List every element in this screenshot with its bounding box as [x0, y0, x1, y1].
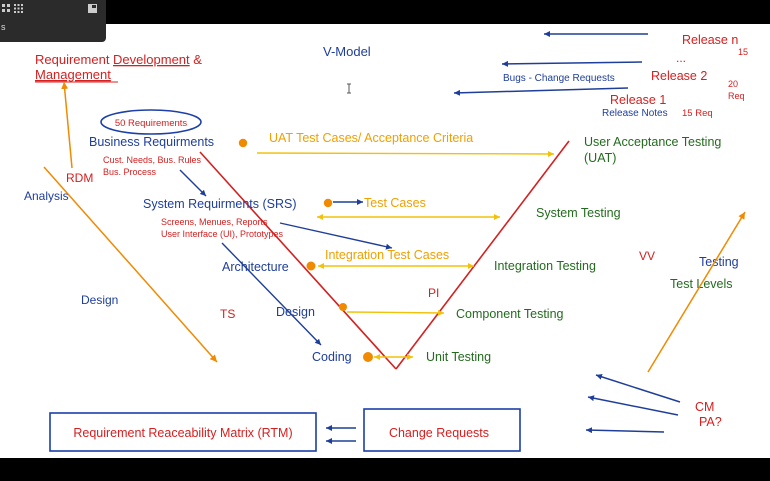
srs-to-integration-arrow	[279, 222, 393, 250]
release-n-label: Release n	[682, 33, 738, 47]
integration-test-cases-label: Integration Test Cases	[325, 248, 449, 262]
testing-label: Testing	[699, 255, 739, 269]
analysis-label: Analysis	[24, 189, 69, 203]
analysis-arrow	[43, 166, 218, 363]
pr-dot-2	[323, 198, 333, 208]
testing-arrow	[647, 211, 746, 373]
vv-label: VV	[639, 249, 655, 263]
cm-arrow-1	[595, 373, 681, 403]
system-testing-label: System Testing	[536, 206, 621, 220]
change-requests-box	[363, 408, 521, 452]
pr-dot-5	[363, 352, 373, 362]
text-cursor-icon	[347, 83, 351, 94]
release-notes-label: Release Notes	[602, 108, 668, 119]
rdm-arrow	[61, 81, 73, 169]
pi-label: PI	[428, 286, 439, 300]
cm-arrow-3	[585, 427, 665, 434]
uat-test-cases-label: UAT Test Cases/ Acceptance Criteria	[269, 131, 473, 145]
release-2-arrow	[501, 60, 643, 67]
bugs-change-requests-label: Bugs - Change Requests	[503, 73, 615, 84]
design-phase-label: Design	[81, 293, 118, 307]
ts-label: TS	[220, 307, 235, 321]
release-n-count: 15	[738, 47, 748, 57]
release-1-arrow	[453, 87, 629, 96]
window-icon[interactable]	[88, 4, 97, 13]
pr-dot-4	[339, 303, 347, 311]
release-ellipsis: ...	[676, 51, 686, 65]
srs-notes-2: User Interface (UI), Prototypes	[161, 229, 284, 239]
apps-icon[interactable]	[14, 4, 23, 13]
change-requests-label: Change Requests	[389, 426, 489, 440]
srs-notes-1: Screens, Menues, Reports	[161, 217, 268, 227]
test-cases-label: Test Cases	[364, 196, 426, 210]
pa-label: PA?	[699, 415, 722, 429]
release-1-count: 15 Req	[682, 108, 713, 119]
rtm-box	[49, 412, 317, 452]
component-testing-label: Component Testing	[456, 307, 564, 321]
pr-dot-3	[306, 261, 316, 271]
rdm-label: RDM	[66, 171, 93, 185]
top-letterbox	[0, 0, 770, 24]
v-left-arm	[199, 151, 397, 370]
unit-testing-label: Unit Testing	[426, 350, 491, 364]
whiteboard: V-Model Requirement Development & Manage…	[0, 24, 770, 458]
v-model-diagram: V-Model Requirement Development & Manage…	[24, 31, 748, 452]
rdm-heading-line2: Management	[35, 67, 111, 82]
bottom-letterbox	[0, 458, 770, 481]
floating-toolbar: s	[0, 0, 106, 42]
requirements-ellipse	[100, 109, 202, 135]
cm-label: CM	[695, 400, 714, 414]
v-right-arm	[395, 140, 570, 370]
release-2-label: Release 2	[651, 69, 707, 83]
architecture-to-coding-arrow	[221, 242, 322, 346]
release-2-count-req: Req	[728, 91, 745, 101]
pr-dot-1	[238, 138, 248, 148]
release-1-label: Release 1	[610, 93, 666, 107]
rtm-label: Requirement Reaceability Matrix (RTM)	[73, 426, 292, 440]
release-2-count: 20	[728, 79, 738, 89]
grid-icon[interactable]	[2, 4, 11, 13]
requirements-count: 50 Requirements	[115, 118, 188, 129]
business-to-srs-arrow	[179, 169, 207, 197]
business-notes-2: Bus. Process	[103, 167, 157, 177]
coding-label: Coding	[312, 350, 352, 364]
cm-arrow-2	[587, 395, 679, 416]
architecture-label: Architecture	[222, 260, 289, 274]
design-label: Design	[276, 305, 315, 319]
diagram-title: V-Model	[323, 44, 371, 59]
component-arrow	[346, 309, 445, 316]
toolbar-text: s	[1, 22, 6, 32]
business-requirements-label: Business Requirments	[89, 135, 214, 149]
uat-label-line1: User Acceptance Testing	[584, 135, 721, 149]
business-notes-1: Cust. Needs, Bus. Rules	[103, 155, 202, 165]
rdm-heading: Requirement Development &	[35, 52, 202, 67]
integration-testing-label: Integration Testing	[494, 259, 596, 273]
uat-label-line2: (UAT)	[584, 151, 616, 165]
srs-label: System Requirments (SRS)	[143, 197, 297, 211]
uat-cases-arrow	[256, 150, 555, 157]
